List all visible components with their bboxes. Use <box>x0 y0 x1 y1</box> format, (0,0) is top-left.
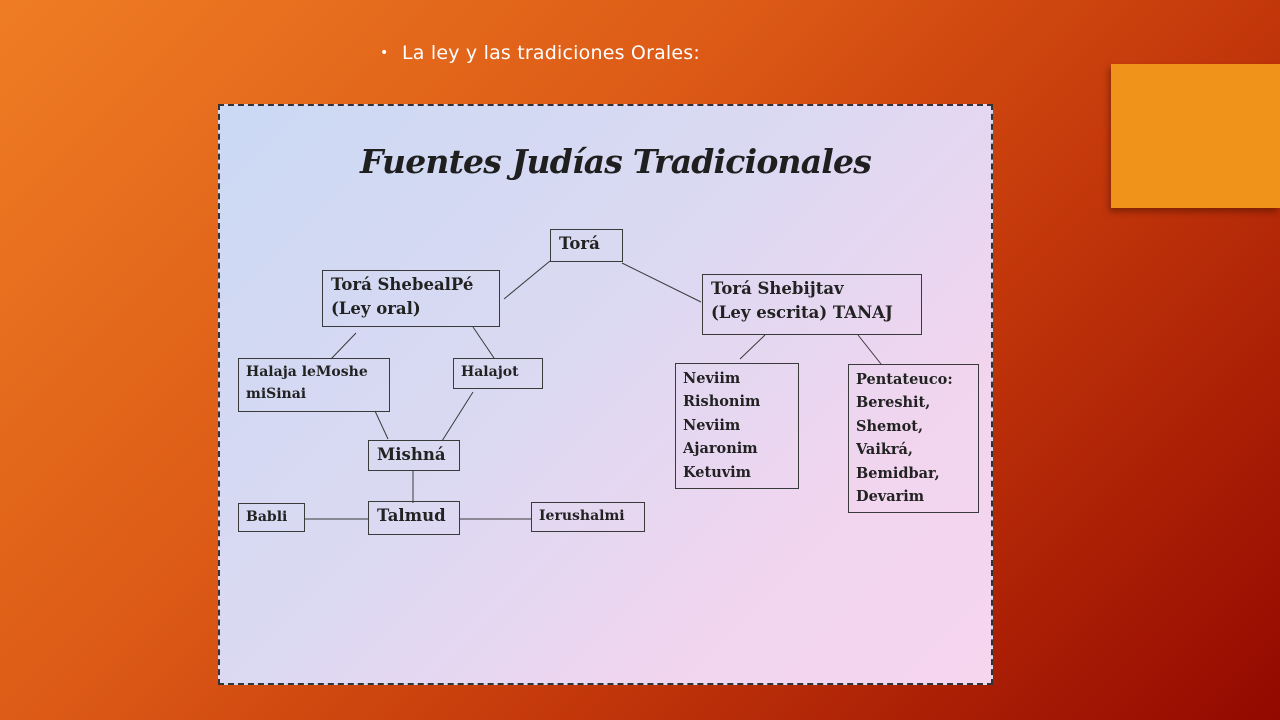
edge-halajot-mishna <box>441 391 474 442</box>
node-tora-shebealpe: Torá ShebealPé (Ley oral) <box>322 270 500 327</box>
diagram-frame: Fuentes Judías Tradicionales Torá Torá S… <box>218 104 993 685</box>
node-mishna: Mishná <box>368 440 460 471</box>
node-pentateuco-line-2: Bereshit, <box>856 394 931 412</box>
edge-shebijtav-pentateuco <box>857 334 882 365</box>
node-tora-shebijtav: Torá Shebijtav (Ley escrita) TANAJ <box>702 274 922 335</box>
node-tora-shebealpe-line-2: (Ley oral) <box>331 298 421 318</box>
accent-box <box>1111 64 1280 208</box>
node-tora-line-1: Torá <box>559 234 600 253</box>
node-halaja-lemoshe-line-1: Halaja leMoshe <box>246 364 368 380</box>
node-halaja-lemoshe: Halaja leMoshe miSinai <box>238 358 390 412</box>
node-neviim-line-5: Ketuvim <box>683 463 752 481</box>
node-talmud: Talmud <box>368 501 460 535</box>
edge-halaja-mishna <box>374 410 389 440</box>
node-tora-shebijtav-line-1: Torá Shebijtav <box>711 279 844 298</box>
bullet-icon: • <box>380 45 389 61</box>
node-halajot-line-1: Halajot <box>461 364 519 380</box>
slide-heading: • La ley y las tradiciones Orales: <box>380 42 700 64</box>
edge-shebijtav-neviim <box>739 334 766 360</box>
node-babli: Babli <box>238 503 305 532</box>
node-pentateuco-line-5: Bemidbar, <box>856 464 940 482</box>
node-tora: Torá <box>550 229 623 262</box>
node-ierushalmi: Ierushalmi <box>531 502 645 532</box>
node-talmud-line-1: Talmud <box>377 506 446 525</box>
node-pentateuco-line-1: Pentateuco: <box>856 371 953 388</box>
slide-heading-text: La ley y las tradiciones Orales: <box>402 42 701 64</box>
diagram-connectors <box>304 260 882 520</box>
node-neviim-line-2: Rishonim <box>683 393 761 411</box>
edge-tora-shebijtav <box>621 262 702 303</box>
node-ierushalmi-line-1: Ierushalmi <box>539 508 625 524</box>
node-babli-line-1: Babli <box>246 509 288 525</box>
diagram-title: Fuentes Judías Tradicionales <box>359 142 872 181</box>
node-tora-shebealpe-line-1: Torá ShebealPé <box>331 275 474 294</box>
edge-shebealpe-halaja <box>330 332 357 360</box>
node-mishna-line-1: Mishná <box>377 445 446 464</box>
node-halajot: Halajot <box>453 358 543 389</box>
edge-shebealpe-halajot <box>472 326 495 359</box>
node-neviim-line-4: Ajaronim <box>683 440 758 458</box>
node-pentateuco: Pentateuco: Bereshit, Shemot, Vaikrá, Be… <box>848 364 979 513</box>
node-neviim-line-1: Neviim <box>683 370 741 387</box>
node-pentateuco-line-3: Shemot, <box>856 417 923 435</box>
node-neviim: Neviim Rishonim Neviim Ajaronim Ketuvim <box>675 363 799 489</box>
node-pentateuco-line-6: Devarim <box>856 488 925 506</box>
node-tora-shebijtav-line-2: (Ley escrita) TANAJ <box>711 302 893 322</box>
edge-tora-shebealpe <box>503 260 551 300</box>
node-halaja-lemoshe-line-2: miSinai <box>246 386 307 403</box>
node-neviim-line-3: Neviim <box>683 416 741 434</box>
node-pentateuco-line-4: Vaikrá, <box>856 441 913 459</box>
